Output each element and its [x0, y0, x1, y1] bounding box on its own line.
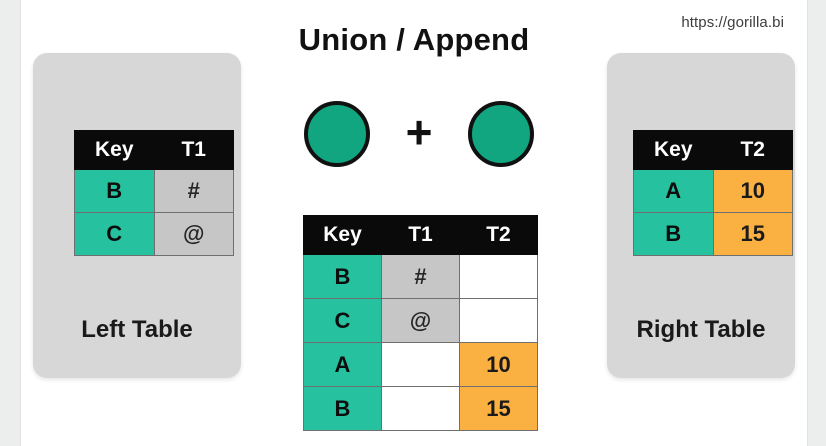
cell-key: B	[633, 212, 714, 256]
column-header-t1: T1	[153, 130, 234, 170]
venn-right-circle-icon	[468, 101, 534, 167]
cell-key: B	[303, 254, 382, 299]
venn-diagram: +	[304, 98, 534, 170]
cell-value-t2	[459, 254, 538, 299]
cell-value-t2: 15	[459, 386, 538, 431]
column-header-key: Key	[74, 130, 155, 170]
table-row: B #	[74, 169, 234, 213]
right-table-panel: Key T2 A 10 B 15 Right Table	[607, 53, 795, 378]
table-header-row: Key T1 T2	[303, 215, 538, 255]
cell-value-t1: @	[381, 298, 460, 343]
cell-key: C	[303, 298, 382, 343]
table-row: A 10	[303, 342, 538, 387]
table-row: C @	[303, 298, 538, 343]
left-table-panel: Key T1 B # C @ Left Table	[33, 53, 241, 378]
table-header-row: Key T1	[74, 130, 234, 170]
cell-value: #	[153, 169, 234, 213]
column-header-t1: T1	[381, 215, 460, 255]
table-row: B 15	[303, 386, 538, 431]
cell-key: B	[74, 169, 155, 213]
table-row: A 10	[633, 169, 793, 213]
cell-key: A	[633, 169, 714, 213]
right-table-label: Right Table	[636, 316, 766, 343]
cell-value-t2: 10	[459, 342, 538, 387]
right-table: Key T2 A 10 B 15	[633, 130, 793, 256]
venn-left-circle-icon	[304, 101, 370, 167]
cell-key: C	[74, 212, 155, 256]
diagram-canvas: https://gorilla.bi Union / Append + Key …	[20, 0, 808, 446]
column-header-key: Key	[633, 130, 714, 170]
left-table: Key T1 B # C @	[74, 130, 234, 256]
left-table-label: Left Table	[81, 316, 193, 343]
result-table: Key T1 T2 B # C @ A 10 B	[303, 215, 538, 431]
column-header-key: Key	[303, 215, 382, 255]
plus-operator-icon: +	[405, 106, 433, 158]
cell-value-t2	[459, 298, 538, 343]
column-header-t2: T2	[712, 130, 793, 170]
column-header-t2: T2	[459, 215, 538, 255]
cell-value-t1	[381, 342, 460, 387]
diagram-title: Union / Append	[298, 22, 530, 57]
table-row: C @	[74, 212, 234, 256]
cell-value: 15	[712, 212, 793, 256]
cell-key: B	[303, 386, 382, 431]
table-row: B #	[303, 254, 538, 299]
cell-key: A	[303, 342, 382, 387]
cell-value-t1	[381, 386, 460, 431]
cell-value-t1: #	[381, 254, 460, 299]
table-row: B 15	[633, 212, 793, 256]
cell-value: 10	[712, 169, 793, 213]
source-url-watermark: https://gorilla.bi	[681, 14, 784, 31]
cell-value: @	[153, 212, 234, 256]
table-header-row: Key T2	[633, 130, 793, 170]
